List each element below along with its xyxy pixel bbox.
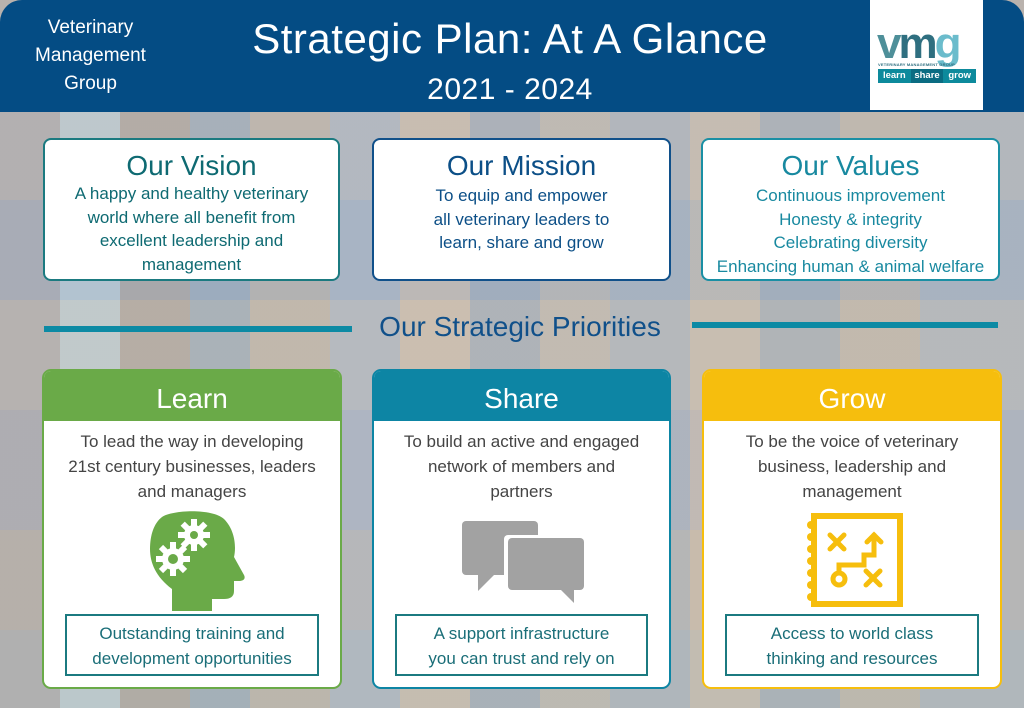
vision-line: management [141, 254, 242, 274]
pillar-learn-description: To lead the way in developing 21st centu… [44, 429, 340, 504]
values-list: Continuous improvement Honesty & integri… [703, 184, 998, 278]
description-line: management [802, 482, 902, 501]
pillar-share: Share To build an active and engaged net… [372, 369, 671, 689]
outcome-line: Access to world class [770, 624, 934, 643]
divider-right [692, 322, 998, 328]
pillar-learn-outcome: Outstanding training and development opp… [65, 614, 319, 676]
values-card: Our Values Continuous improvement Honest… [701, 138, 1000, 281]
logo-small-text: VETERINARY MANAGEMENT GROUP [878, 62, 955, 67]
divider-left [44, 326, 352, 332]
org-name-line: Veterinary [47, 17, 134, 38]
chat-bubbles-icon [374, 511, 669, 611]
head-gears-icon [44, 511, 340, 611]
vmg-logo: vmg VETERINARY MANAGEMENT GROUP learn sh… [870, 0, 983, 110]
org-name-line: Group [64, 73, 117, 94]
priorities-title: Our Strategic Priorities [379, 311, 661, 342]
outcome-line: you can trust and rely on [428, 649, 615, 668]
organization-name: Veterinary Management Group [18, 14, 163, 98]
outcome-line: development opportunities [92, 649, 292, 668]
description-line: and managers [137, 482, 247, 501]
mission-card: Our Mission To equip and empower all vet… [372, 138, 671, 281]
outcome-line: Outstanding training and [99, 624, 285, 643]
page-title: Strategic Plan: At A Glance [252, 15, 768, 62]
logo-letter: m [898, 19, 937, 68]
values-title: Our Values [781, 150, 920, 181]
pillar-grow-outcome: Access to world class thinking and resou… [725, 614, 979, 676]
value-item: Celebrating diversity [773, 233, 928, 252]
tagline-learn: learn [882, 70, 906, 81]
pillar-learn: Learn To lead the way in developing 21st… [42, 369, 342, 689]
description-line: To lead the way in developing [80, 432, 304, 451]
logo-mark: vmg [877, 22, 977, 66]
value-item: Honesty & integrity [779, 209, 922, 229]
description-line: To be the voice of veterinary [745, 432, 959, 451]
pillar-share-outcome: A support infrastructure you can trust a… [395, 614, 648, 676]
pillar-share-description: To build an active and engaged network o… [374, 429, 669, 504]
description-line: partners [490, 482, 553, 501]
header-banner: Veterinary Management Group Strategic Pl… [0, 0, 1024, 112]
strategy-notebook-icon [704, 511, 1000, 611]
pillar-grow-description: To be the voice of veterinary business, … [704, 429, 1000, 504]
vision-text: A happy and healthy veterinary world whe… [45, 182, 338, 276]
vision-line: world where all benefit from [87, 207, 296, 227]
description-line: business, leadership and [757, 457, 947, 476]
logo-letter: g [934, 19, 962, 68]
outcome-line: A support infrastructure [433, 624, 610, 643]
mission-line: all veterinary leaders to [433, 209, 610, 229]
vision-line: excellent leadership and [99, 231, 284, 250]
mission-line: learn, share and grow [439, 233, 604, 252]
vision-line: A happy and healthy veterinary [74, 184, 309, 203]
logo-tagline: learn share grow [878, 69, 976, 83]
pillar-grow-header: Grow [704, 371, 1000, 421]
mission-text: To equip and empower all veterinary lead… [374, 184, 669, 255]
description-line: To build an active and engaged [403, 432, 640, 451]
org-name-line: Management [35, 45, 146, 66]
vision-title: Our Vision [126, 150, 257, 181]
pillar-learn-header: Learn [44, 371, 340, 421]
mission-title: Our Mission [446, 150, 597, 181]
plan-years: 2021 - 2024 [427, 73, 593, 106]
mission-line: To equip and empower [435, 186, 608, 205]
vision-card: Our Vision A happy and healthy veterinar… [43, 138, 340, 281]
value-item: Continuous improvement [756, 186, 945, 205]
pillar-share-header: Share [374, 371, 669, 421]
value-item: Enhancing human & animal welfare [716, 256, 985, 276]
outcome-line: thinking and resources [766, 649, 938, 668]
tagline-grow: grow [948, 70, 972, 81]
description-line: 21st century businesses, leaders [68, 457, 316, 476]
tagline-share: share [910, 69, 944, 83]
pillar-grow: Grow To be the voice of veterinary busin… [702, 369, 1002, 689]
description-line: network of members and [427, 457, 616, 476]
logo-letter: v [877, 19, 902, 68]
